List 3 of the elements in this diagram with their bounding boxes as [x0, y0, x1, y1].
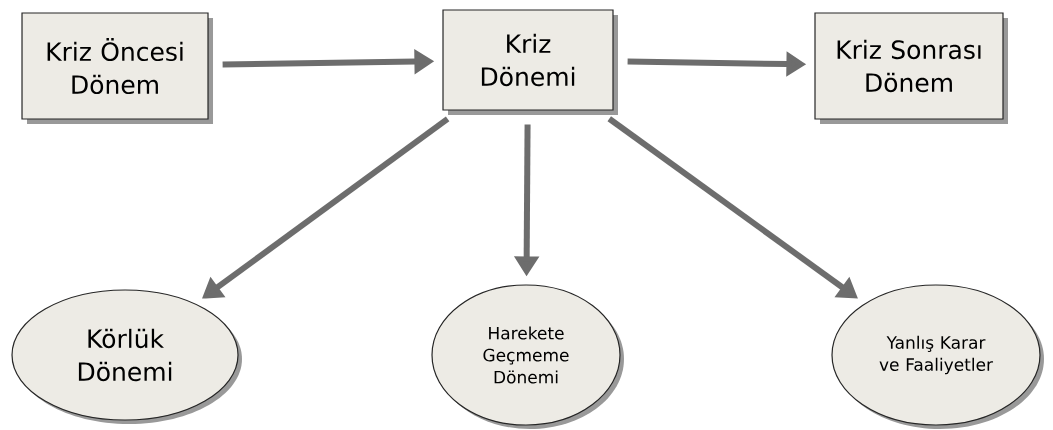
period-box: Kriz Sonrası Dönem [814, 12, 1008, 124]
period-box: Kriz Dönemi [442, 9, 618, 115]
period-box: Kriz Öncesi Dönem [21, 12, 213, 124]
